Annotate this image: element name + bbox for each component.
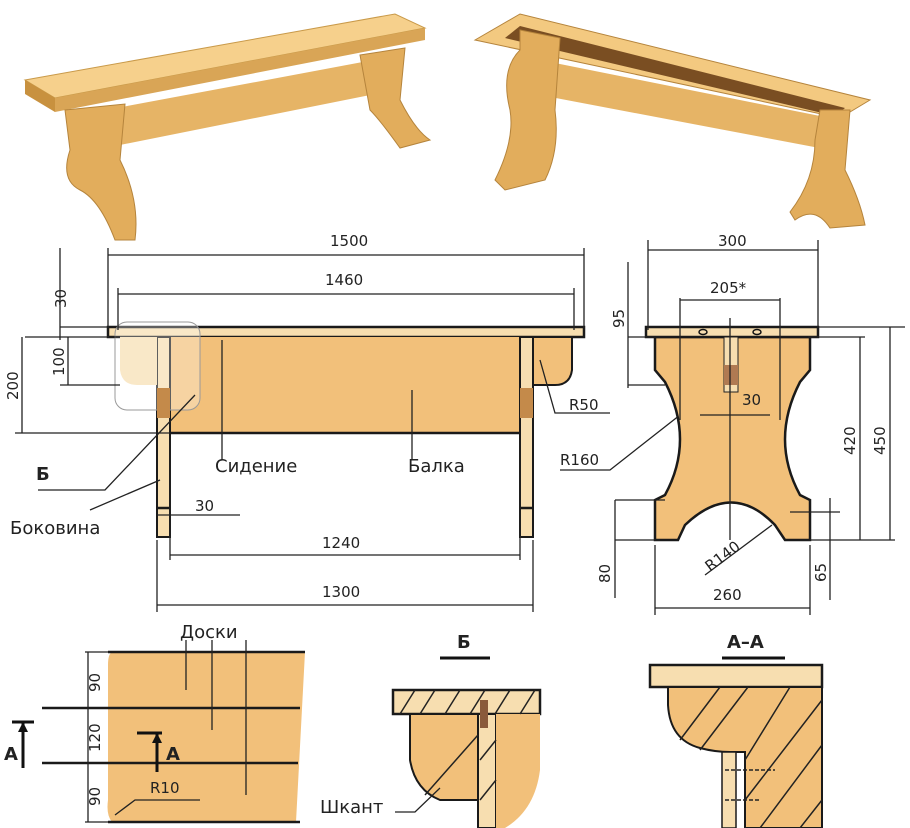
radius-r10: R10	[150, 779, 180, 797]
section-aa: А–А	[648, 632, 824, 828]
label-detail-b: Б	[36, 464, 50, 485]
label-beam: Балка	[408, 456, 465, 477]
section-marker-right: А	[166, 744, 180, 765]
radius-r50: R50	[569, 396, 599, 414]
label-boards: Доски	[180, 622, 238, 643]
boards-view: Доски 90 120 90 А А R10	[4, 622, 305, 824]
dim-foot-height: 80	[596, 564, 614, 583]
dim-base-width: 260	[713, 586, 742, 604]
detail-b: Б Шкант	[320, 632, 542, 828]
front-view: 1500 1460 30 100 200 30 1240 1300 R50 R1…	[4, 232, 681, 612]
side-view: 300 205* 95 30 420 450 80 65 260 R140	[596, 232, 905, 615]
dim-seat-thickness: 30	[52, 289, 70, 308]
dim-total-height: 450	[871, 426, 889, 455]
dim-overall-length: 1500	[330, 232, 368, 250]
dim-leg-outer: 1300	[322, 583, 360, 601]
dim-leg-inner: 1240	[322, 534, 360, 552]
bench-render-left	[23, 13, 432, 241]
label-dowel: Шкант	[320, 797, 383, 818]
dim-seat-length: 1460	[325, 271, 363, 289]
section-marker-left: А	[4, 744, 18, 765]
dim-board-2: 120	[86, 723, 104, 752]
dim-apron-height: 200	[4, 371, 22, 400]
bench-render-right	[473, 13, 872, 229]
section-aa-title: А–А	[727, 632, 764, 653]
label-side: Боковина	[10, 518, 100, 539]
dim-dowel-spacing: 205*	[710, 279, 747, 297]
dim-arch-height: 65	[812, 563, 830, 582]
dim-leg-thickness: 30	[195, 497, 214, 515]
radius-r160: R160	[560, 451, 599, 469]
radius-r140: R140	[702, 537, 744, 575]
detail-b-title: Б	[457, 632, 471, 653]
dim-apron-offset: 100	[50, 347, 68, 376]
dim-width: 300	[718, 232, 747, 250]
dim-board-3: 90	[86, 787, 104, 806]
label-seat: Сидение	[215, 456, 297, 477]
dim-top: 95	[610, 309, 628, 328]
dim-board-1: 90	[86, 673, 104, 692]
dim-leg-height: 420	[841, 426, 859, 455]
dim-slot: 30	[742, 391, 761, 409]
